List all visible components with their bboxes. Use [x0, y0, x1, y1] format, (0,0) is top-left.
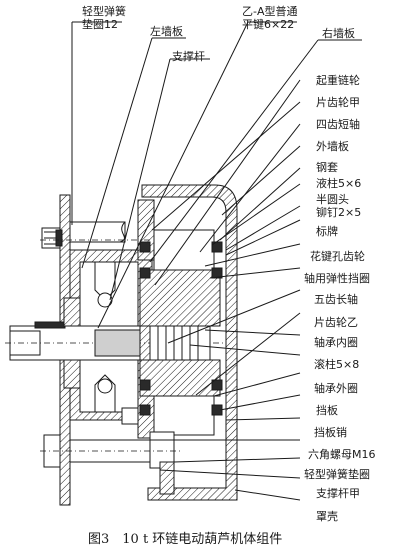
- label-baffle-pin: 挡板销: [314, 425, 347, 439]
- label-hydraulic-column: 液柱5×6: [316, 176, 361, 190]
- label-line: 半圆头: [316, 192, 349, 206]
- label-right-wall-plate: 右墙板: [322, 26, 355, 40]
- label-hex-nut: 六角螺母M16: [308, 448, 376, 461]
- support-rod-top-part: [69, 221, 126, 243]
- labels: 轻型弹簧垫圈12 左墙板 支撑杆 乙-A型普通平键6×22 右墙板 起重链轮 片…: [82, 4, 376, 547]
- label-shaft-retaining-ring: 轴用弹性挡圈: [304, 271, 370, 285]
- bearing-inner-ring-part: [149, 325, 211, 361]
- label-cover: 罩壳: [316, 509, 338, 523]
- leader-lines: [71, 21, 362, 501]
- label-gear-b: 片齿轮乙: [314, 315, 358, 329]
- figure-caption: 图3 10 t 环链电动葫芦机体组件: [88, 532, 282, 547]
- label-support-rod: 支撑杆: [172, 49, 205, 63]
- label-line: 平键6×22: [242, 17, 294, 31]
- label-half-round-rivet: 半圆头铆钉2×5: [316, 192, 361, 219]
- label-flat-key: 乙-A型普通平键6×22: [242, 4, 298, 31]
- label-spline-gear: 花键孔齿轮: [310, 249, 365, 263]
- label-steel-sleeve: 钢套: [316, 161, 338, 174]
- label-lifting-sprocket: 起重链轮: [316, 73, 360, 87]
- label-gear-a: 片齿轮甲: [316, 95, 360, 109]
- label-light-spring-washer-12: 轻型弹簧垫圈12: [82, 4, 126, 31]
- label-roller-column: 滚柱5×8: [314, 357, 359, 371]
- label-five-tooth-long-shaft: 五齿长轴: [314, 292, 358, 306]
- label-bearing-inner-ring: 轴承内圈: [314, 335, 358, 349]
- flat-key-part: [34, 321, 66, 329]
- label-left-wall-plate: 左墙板: [150, 24, 183, 38]
- label-bearing-outer-ring: 轴承外圈: [314, 381, 358, 395]
- label-line: 轻型弹簧: [82, 4, 126, 18]
- label-four-tooth-shaft: 四齿短轴: [316, 117, 360, 131]
- label-outer-wall-plate: 外墙板: [316, 139, 349, 153]
- machine-body: [5, 184, 238, 506]
- spline-gear-part: [139, 269, 221, 327]
- label-line: 乙-A型普通: [242, 4, 298, 18]
- label-nameplate: 标牌: [316, 224, 338, 238]
- label-light-spring-washer: 轻型弹簧垫圈: [304, 467, 370, 481]
- label-line: 垫圈12: [82, 17, 118, 31]
- label-support-rod-a: 支撑杆甲: [316, 486, 360, 500]
- label-baffle: 挡板: [316, 403, 338, 417]
- label-line: 铆钉2×5: [316, 205, 361, 219]
